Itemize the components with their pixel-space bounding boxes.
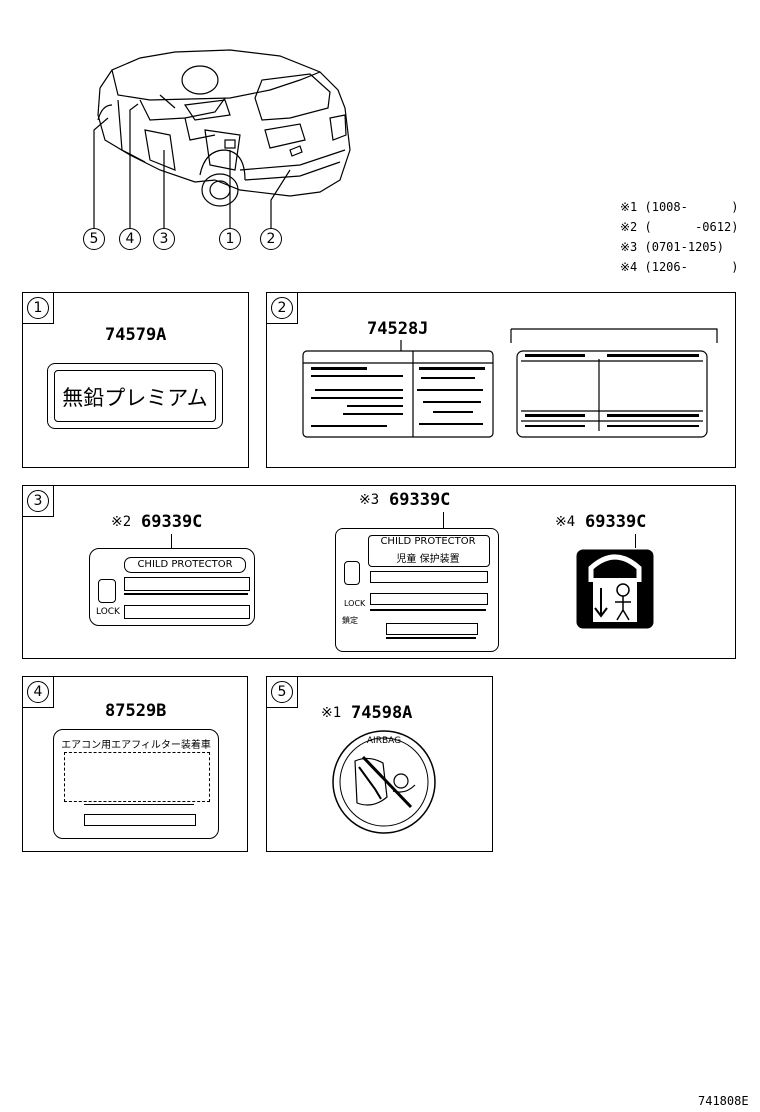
unleaded-premium-label: 無鉛プレミアム xyxy=(47,363,223,429)
child-protector-a-title: CHILD PROTECTOR xyxy=(124,557,246,573)
air-filter-label: エアコン用エアフィルター装着車 xyxy=(53,729,219,839)
lock-icon xyxy=(98,579,116,603)
air-filter-label-text: エアコン用エアフィルター装着車 xyxy=(61,740,211,751)
panel-5-note: ※1 xyxy=(321,705,342,721)
legend-item-2: ※2 ( -0612) xyxy=(620,220,739,234)
panel-2: 2 74528J xyxy=(266,292,736,468)
panel-1-part-number: 74579A xyxy=(105,325,167,345)
child-protector-label-a: CHILD PROTECTOR LOCK xyxy=(89,548,255,626)
diagram-id: 741808E xyxy=(698,1094,749,1108)
child-lock-pictogram xyxy=(576,549,654,629)
child-protector-c-part-number: 69339C xyxy=(585,512,647,532)
callout-1: 1 xyxy=(219,228,241,250)
panel-2-number: 2 xyxy=(271,297,293,319)
panel-1-number: 1 xyxy=(27,297,49,319)
vehicle-illustration xyxy=(93,49,351,228)
child-protector-b-part-number: 69339C xyxy=(389,490,451,510)
panel-4-part-number: 87529B xyxy=(105,701,167,721)
panel-2-part-number: 74528J xyxy=(367,319,429,339)
panel-5: 5 ※1 74598A AIRBAG xyxy=(266,676,493,852)
child-protector-b-sub: 児童 保护装置 xyxy=(396,554,460,565)
child-protector-a-lock: LOCK xyxy=(96,607,120,617)
panel-4-number: 4 xyxy=(27,681,49,703)
panel-5-number: 5 xyxy=(271,681,293,703)
callout-4: 4 xyxy=(119,228,141,250)
airbag-ring-text: AIRBAG xyxy=(367,736,401,746)
callout-3: 3 xyxy=(153,228,175,250)
child-protector-b-title: CHILD PROTECTOR xyxy=(380,536,476,547)
child-protector-c-note: ※4 xyxy=(555,514,576,530)
child-protector-a-note: ※2 xyxy=(111,514,132,530)
child-protector-label-b: CHILD PROTECTOR 児童 保护装置 LOCK 鎖定 xyxy=(335,528,499,652)
panel-5-part-number: 74598A xyxy=(351,703,413,723)
panel-3: 3 ※2 69339C CHILD PROTECTOR LOCK ※3 6933… xyxy=(22,485,736,659)
child-protector-a-part-number: 69339C xyxy=(141,512,203,532)
panel-3-number: 3 xyxy=(27,490,49,512)
legend-item-4: ※4 (1206- ) xyxy=(620,260,739,274)
callout-5: 5 xyxy=(83,228,105,250)
panel-1: 1 74579A 無鉛プレミアム xyxy=(22,292,249,468)
panel-4: 4 87529B エアコン用エアフィルター装着車 xyxy=(22,676,248,852)
lock-icon xyxy=(344,561,360,585)
unleaded-premium-text: 無鉛プレミアム xyxy=(62,386,208,410)
airbag-disc-label: AIRBAG xyxy=(332,730,436,834)
legend-item-1: ※1 (1008- ) xyxy=(620,200,739,214)
caution-label-diagram xyxy=(302,328,718,438)
child-protector-b-lock: LOCK xyxy=(344,599,366,608)
callout-2: 2 xyxy=(260,228,282,250)
legend-item-3: ※3 (0701-1205) xyxy=(620,240,724,254)
child-protector-b-lock2: 鎖定 xyxy=(342,616,358,625)
child-protector-b-note: ※3 xyxy=(359,492,380,508)
